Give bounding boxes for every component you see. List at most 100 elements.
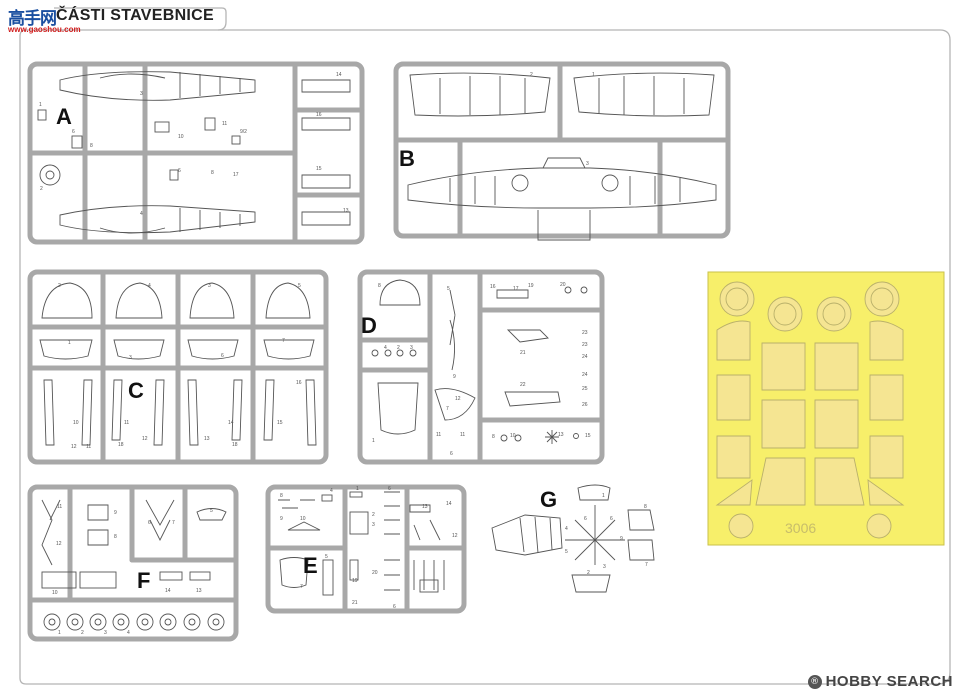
mask-sheet: 3006 <box>707 271 945 546</box>
svg-text:10: 10 <box>52 590 58 596</box>
watermark-logo: 高手网 <box>8 9 57 29</box>
svg-text:17: 17 <box>513 286 519 292</box>
sprue-a-parts <box>37 71 351 234</box>
svg-text:3: 3 <box>372 522 375 528</box>
svg-text:2: 2 <box>58 283 61 289</box>
svg-text:12: 12 <box>452 533 458 539</box>
svg-text:2: 2 <box>81 630 84 636</box>
svg-text:9: 9 <box>114 510 117 516</box>
sprue-g-parts <box>491 484 655 593</box>
svg-text:10: 10 <box>73 420 79 426</box>
svg-text:2: 2 <box>40 186 43 192</box>
svg-text:3: 3 <box>586 161 589 167</box>
sprue-label-f: F <box>137 568 150 593</box>
svg-text:12: 12 <box>455 396 461 402</box>
svg-text:11: 11 <box>222 121 227 127</box>
svg-text:2: 2 <box>397 345 400 351</box>
svg-text:7: 7 <box>172 520 175 526</box>
svg-text:3: 3 <box>208 283 211 289</box>
hobby-search-badge-icon: ® <box>807 674 822 689</box>
svg-text:1: 1 <box>39 102 42 108</box>
svg-text:14: 14 <box>336 72 342 78</box>
svg-text:5: 5 <box>447 286 450 292</box>
svg-text:19: 19 <box>528 283 534 289</box>
svg-text:9: 9 <box>453 374 456 380</box>
svg-text:9/2: 9/2 <box>240 129 247 135</box>
svg-text:4: 4 <box>565 526 568 532</box>
svg-text:19: 19 <box>352 578 358 584</box>
svg-text:21: 21 <box>520 350 526 356</box>
svg-text:12: 12 <box>71 444 77 450</box>
svg-text:16: 16 <box>296 380 302 386</box>
svg-text:5: 5 <box>565 549 568 555</box>
svg-text:6: 6 <box>393 604 396 610</box>
sprue-d-frame <box>357 269 605 465</box>
svg-text:8: 8 <box>114 534 117 540</box>
svg-text:6: 6 <box>178 168 181 174</box>
svg-text:14: 14 <box>446 501 452 507</box>
svg-text:2: 2 <box>530 72 533 78</box>
svg-text:24: 24 <box>582 372 588 378</box>
svg-text:3: 3 <box>104 630 107 636</box>
sprue-a-frame <box>27 61 365 245</box>
svg-text:1: 1 <box>372 438 375 444</box>
svg-text:13: 13 <box>343 208 349 214</box>
svg-text:6: 6 <box>221 353 224 359</box>
sprue-label-a: A <box>56 104 72 129</box>
svg-text:6: 6 <box>450 451 453 457</box>
svg-text:9: 9 <box>280 516 283 522</box>
svg-text:4: 4 <box>148 283 151 289</box>
svg-text:14: 14 <box>228 420 234 426</box>
svg-text:12: 12 <box>142 436 148 442</box>
svg-text:6: 6 <box>148 520 151 526</box>
svg-text:1: 1 <box>58 630 61 636</box>
svg-text:10: 10 <box>178 134 184 140</box>
svg-text:13: 13 <box>204 436 210 442</box>
svg-text:22: 22 <box>520 382 526 388</box>
svg-text:2: 2 <box>372 512 375 518</box>
sprue-c-frame <box>27 269 329 465</box>
svg-text:16: 16 <box>316 112 322 118</box>
sprue-label-g: G <box>540 487 557 512</box>
svg-text:26: 26 <box>582 402 588 408</box>
svg-text:23: 23 <box>582 330 588 336</box>
svg-text:4: 4 <box>140 211 143 217</box>
svg-text:5: 5 <box>325 554 328 560</box>
svg-text:5: 5 <box>298 283 301 289</box>
svg-text:5: 5 <box>210 508 213 514</box>
svg-text:14: 14 <box>165 588 171 594</box>
sprue-b-labels: 2 1 3 <box>530 72 595 167</box>
svg-text:4: 4 <box>384 345 387 351</box>
svg-text:1: 1 <box>592 72 595 78</box>
svg-text:10: 10 <box>510 433 516 439</box>
svg-text:6: 6 <box>584 516 587 522</box>
svg-text:7: 7 <box>300 584 303 590</box>
svg-text:11: 11 <box>86 444 91 450</box>
svg-text:4: 4 <box>127 630 130 636</box>
svg-text:8: 8 <box>378 283 381 289</box>
hobby-search-text: HOBBY SEARCH <box>825 673 953 690</box>
svg-text:15: 15 <box>277 420 283 426</box>
svg-text:6: 6 <box>610 516 613 522</box>
svg-text:20: 20 <box>372 570 378 576</box>
svg-text:4: 4 <box>330 488 333 494</box>
hobby-search-logo: ® HOBBY SEARCH <box>807 673 953 690</box>
svg-text:8: 8 <box>90 143 93 149</box>
svg-text:1: 1 <box>68 340 71 346</box>
page-title: ČÁSTI STAVEBNICE <box>56 7 214 24</box>
sprue-c-parts <box>39 282 317 446</box>
svg-text:8: 8 <box>492 434 495 440</box>
svg-text:21: 21 <box>352 600 358 606</box>
svg-text:13: 13 <box>558 432 564 438</box>
sprue-d-parts <box>371 279 588 444</box>
svg-text:17: 17 <box>233 172 239 178</box>
svg-text:16: 16 <box>490 284 496 290</box>
svg-text:7: 7 <box>282 338 285 344</box>
sprue-label-e: E <box>303 553 318 578</box>
svg-text:3: 3 <box>410 345 413 351</box>
svg-text:2: 2 <box>587 570 590 576</box>
